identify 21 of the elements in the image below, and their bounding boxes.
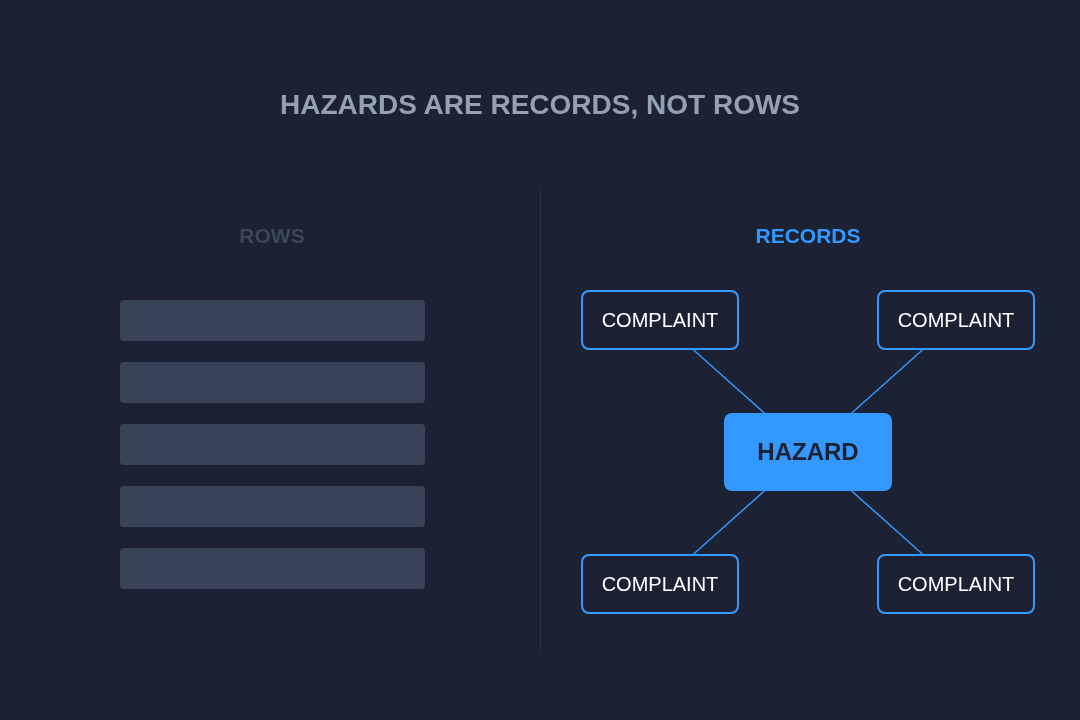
record-box xyxy=(581,554,739,614)
node-label: COMPLAINT xyxy=(897,307,1015,333)
connector-line xyxy=(851,490,924,555)
connector-line xyxy=(692,349,765,414)
row-bar xyxy=(120,486,425,527)
connector-line xyxy=(851,349,924,414)
row-bar xyxy=(120,362,425,403)
row-bar xyxy=(120,548,425,589)
node-label: HAZARD xyxy=(757,437,859,467)
record-box xyxy=(877,290,1035,350)
node-label: COMPLAINT xyxy=(601,307,719,333)
hazard-box xyxy=(724,413,892,491)
title: HAZARDS ARE RECORDS, NOT ROWS xyxy=(279,91,801,119)
row-bar xyxy=(120,300,425,341)
record-box xyxy=(581,290,739,350)
record-box xyxy=(877,554,1035,614)
node-label: COMPLAINT xyxy=(601,571,719,597)
row-bar xyxy=(120,424,425,465)
section-heading: RECORDS xyxy=(755,225,861,246)
node-label: COMPLAINT xyxy=(897,571,1015,597)
connector-line xyxy=(692,490,765,555)
